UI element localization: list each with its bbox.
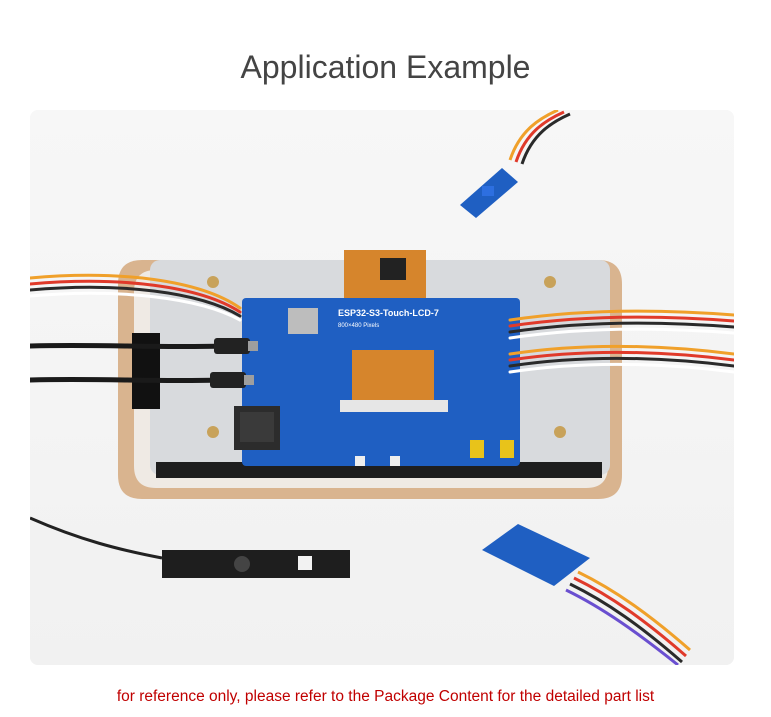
board-label: ESP32-S3-Touch-LCD-7 (338, 308, 439, 318)
pcb-fpc (352, 350, 434, 406)
sensor-module-top (460, 110, 571, 218)
fpc-connector (340, 400, 448, 412)
board-sublabel: 800×480 Pixels (338, 323, 379, 329)
jumper (470, 440, 484, 458)
standoff (207, 276, 219, 288)
wire-harness-right (508, 309, 734, 374)
fpc-chip (380, 258, 406, 280)
sensor-module-bottom (482, 524, 691, 665)
standoff (207, 426, 219, 438)
application-example-photo: ESP32-S3-Touch-LCD-7 800×480 Pixels (30, 110, 734, 665)
camera-module (30, 516, 350, 578)
wire-harness-left (30, 273, 242, 322)
standoff (554, 426, 566, 438)
section-title: Application Example (240, 49, 531, 86)
standoff (544, 276, 556, 288)
sd-slot (288, 308, 318, 334)
jumper (500, 440, 514, 458)
product-illustration: ESP32-S3-Touch-LCD-7 800×480 Pixels (30, 110, 734, 665)
footnote: for reference only, please refer to the … (116, 688, 655, 705)
esp32-board: ESP32-S3-Touch-LCD-7 800×480 Pixels (234, 298, 520, 466)
usb-c-cables (30, 338, 258, 388)
